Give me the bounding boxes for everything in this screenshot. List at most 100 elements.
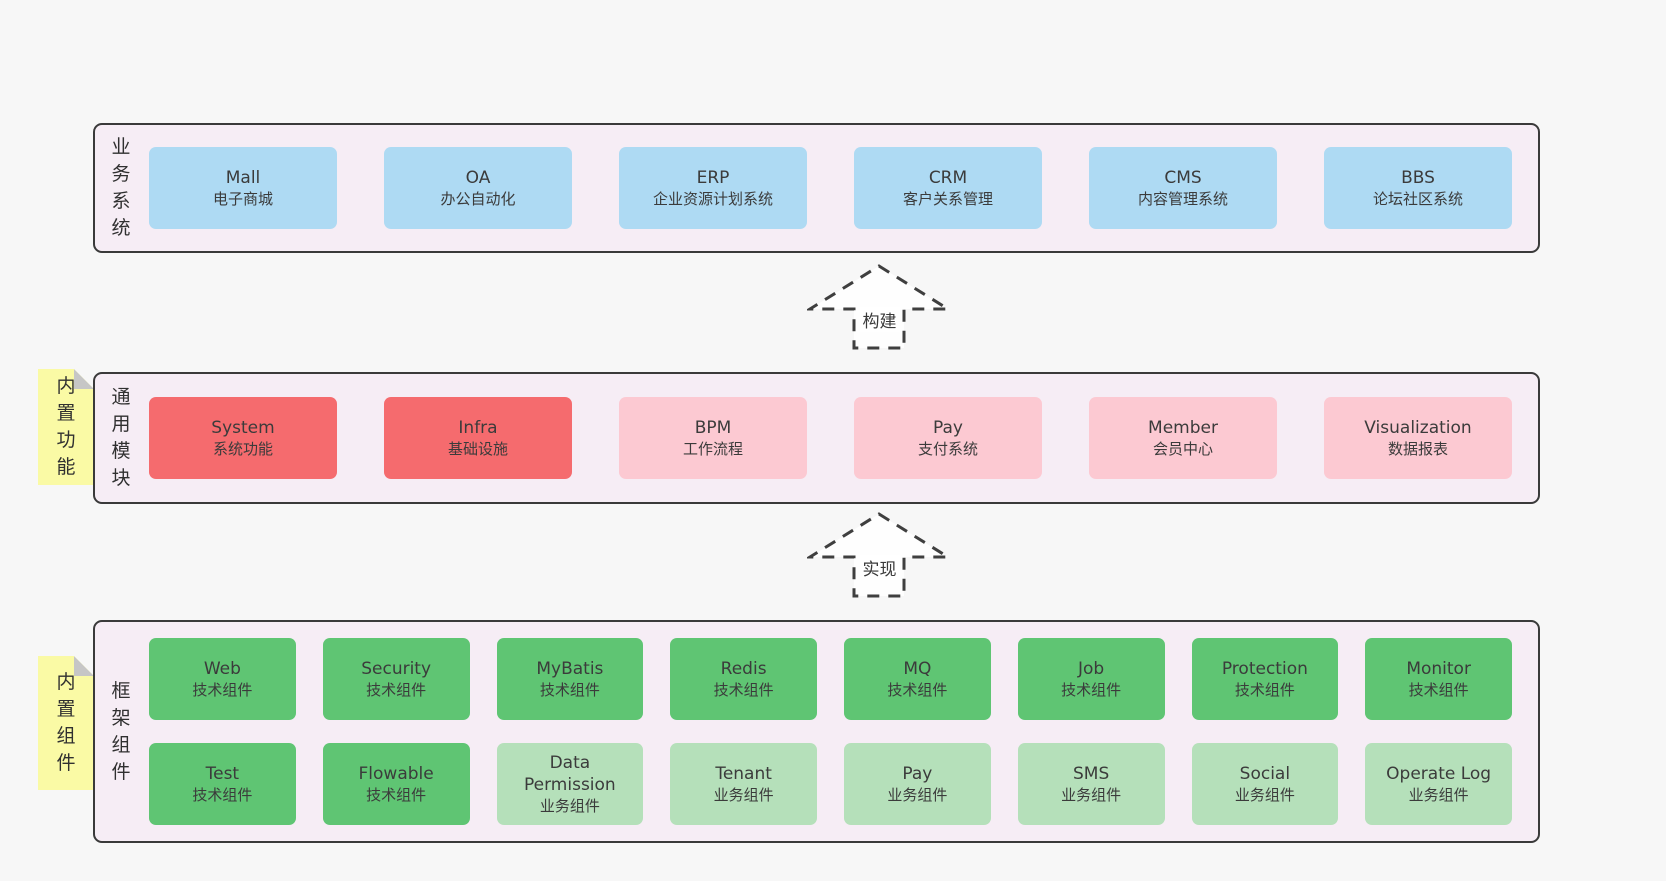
box-desc: 技术组件 <box>887 680 948 699</box>
box-name: Flowable <box>358 763 434 784</box>
box-desc: 企业资源计划系统 <box>652 189 773 208</box>
box-name: Operate Log <box>1386 763 1492 784</box>
box-desc: 技术组件 <box>539 680 600 699</box>
box-desc: 技术组件 <box>1408 680 1469 699</box>
box-name: Job <box>1078 658 1105 679</box>
box-name: Infra <box>458 417 498 438</box>
arrow-label-implement: 实现 <box>859 555 900 580</box>
box-name: BBS <box>1401 167 1435 188</box>
box-desc: 技术组件 <box>192 680 253 699</box>
box-name: Pay <box>902 763 933 784</box>
sticky-note-label: 内置组件 <box>56 671 76 774</box>
box-name: CMS <box>1164 167 1202 188</box>
box-desc: 工作流程 <box>682 439 743 458</box>
box-desc: 业务组件 <box>539 796 600 815</box>
box-name: Member <box>1148 417 1218 438</box>
box-name: OA <box>465 167 491 188</box>
box-name: Tenant <box>715 763 772 784</box>
box-desc: 支付系统 <box>917 439 978 458</box>
sticky-note-builtin-features: 内置功能 <box>38 369 94 485</box>
band-label-text: 通用模块 <box>111 386 131 489</box>
box-name: BPM <box>694 417 732 438</box>
box-name: ERP <box>696 167 730 188</box>
band-label-business-systems: 业务系统 <box>95 125 147 251</box>
box-desc: 会员中心 <box>1152 439 1213 458</box>
box-name: Data Permission <box>524 752 616 795</box>
box-name: Protection <box>1221 658 1308 679</box>
box-name: Monitor <box>1406 658 1471 679</box>
box-name: CRM <box>928 167 968 188</box>
arrow-label-build: 构建 <box>859 307 900 332</box>
box-name: Security <box>361 658 432 679</box>
box-desc: 数据报表 <box>1387 439 1448 458</box>
box-desc: 内容管理系统 <box>1137 189 1228 208</box>
box-name: Mall <box>225 167 261 188</box>
arrow-up-implement: 实现 <box>807 511 952 599</box>
box-name: Social <box>1239 763 1291 784</box>
band-label-text: 框架组件 <box>111 679 131 783</box>
box-desc: 技术组件 <box>366 680 427 699</box>
box-desc: 技术组件 <box>366 785 427 804</box>
band-label-framework-components: 框架组件 <box>95 622 147 841</box>
band-label-text: 业务系统 <box>111 136 131 239</box>
box-desc: 技术组件 <box>192 785 253 804</box>
arrow-up-build: 构建 <box>807 263 952 351</box>
box-name: Test <box>205 763 240 784</box>
box-desc: 技术组件 <box>713 680 774 699</box>
box-desc: 业务组件 <box>1061 785 1122 804</box>
box-desc: 业务组件 <box>713 785 774 804</box>
box-desc: 业务组件 <box>1408 785 1469 804</box>
box-desc: 客户关系管理 <box>902 189 993 208</box>
box-name: SMS <box>1073 763 1110 784</box>
box-name: Web <box>203 658 241 679</box>
box-name: System <box>211 417 275 438</box>
sticky-note-builtin-components: 内置组件 <box>38 656 94 790</box>
box-name: MQ <box>903 658 932 679</box>
band-label-common-modules: 通用模块 <box>95 374 147 502</box>
box-desc: 技术组件 <box>1061 680 1122 699</box>
box-desc: 技术组件 <box>1234 680 1295 699</box>
box-name: MyBatis <box>536 658 604 679</box>
box-name: Pay <box>933 417 963 438</box>
box-desc: 系统功能 <box>212 439 273 458</box>
box-desc: 论坛社区系统 <box>1372 189 1463 208</box>
box-name: Redis <box>720 658 767 679</box>
